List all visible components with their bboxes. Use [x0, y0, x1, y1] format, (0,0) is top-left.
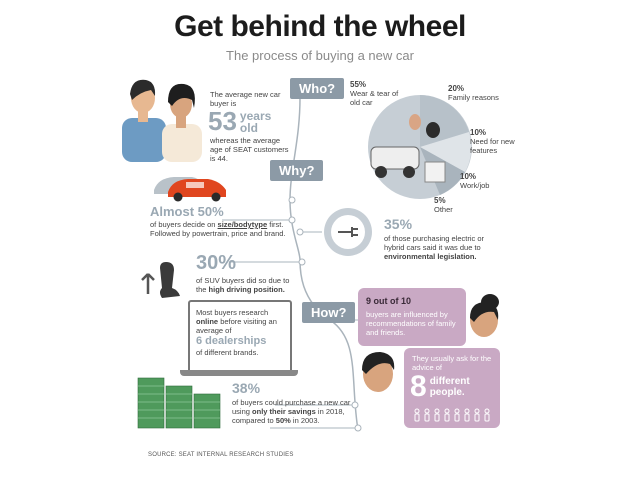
people-icons — [414, 408, 490, 422]
reason-item-3: 10% Work/job — [460, 172, 510, 190]
electric-text-bold: environmental legislation. — [384, 252, 477, 261]
bodytype-text: of buyers decide on size/bodytype first.… — [150, 220, 310, 238]
laptop-base — [180, 370, 298, 376]
bodytype-line1-post: first. — [267, 220, 284, 229]
advice-stat: 8 different people. — [410, 372, 470, 402]
bodytype-headline: Almost 50% — [150, 204, 224, 219]
reason-label: Work/job — [460, 181, 490, 190]
bodytype-line1-pre: of buyers decide on — [150, 220, 218, 229]
online-bold1: online — [196, 317, 219, 326]
age-word-old: old — [239, 121, 258, 135]
advice-number: 8 — [410, 370, 427, 403]
online-line3: of different brands. — [196, 348, 259, 357]
advice-text: They usually ask for the advice of — [412, 354, 492, 372]
suv-pct: 30% — [196, 252, 237, 274]
car-seat-icon — [141, 262, 180, 298]
reason-pct: 10% — [470, 128, 487, 137]
who-intro: The average new car buyer is — [210, 90, 281, 108]
advice-bubble: They usually ask for the advice of 8 dif… — [404, 348, 500, 428]
savings-text: of buyers could purchase a new car using… — [232, 398, 352, 425]
cars-illustration — [154, 177, 226, 202]
couple-illustration — [122, 79, 202, 162]
reason-item-2: 10% Need for new features — [470, 128, 530, 155]
suv-text-bold: high driving position. — [208, 285, 285, 294]
online-text: Most buyers research online before visit… — [196, 308, 284, 357]
reason-label: Family reasons — [448, 93, 499, 102]
reason-item-1: 20% Family reasons — [448, 84, 520, 102]
reason-item-4: 5% Other — [434, 196, 474, 214]
savings-text2: in 2018, compared to — [232, 407, 345, 425]
age-word-years: years — [239, 109, 272, 123]
laptop-screen — [188, 300, 292, 374]
savings-text1: of buyers could purchase a new car using — [232, 398, 351, 416]
recommend-bubble: 9 out of 10 buyers are influenced by rec… — [358, 288, 466, 346]
age-stat: 53 years old — [208, 108, 271, 134]
reason-pct: 10% — [460, 172, 477, 181]
tag-why: Why? — [270, 160, 324, 181]
source-note: SOURCE: SEAT INTERNAL RESEARCH STUDIES — [148, 452, 294, 458]
savings-pct: 38% — [232, 380, 261, 396]
reasons-pie-illustration — [368, 95, 472, 199]
savings-text3: in 2003. — [292, 416, 320, 425]
age-words: years old — [240, 110, 271, 134]
page-title: Get behind the wheel — [174, 10, 466, 43]
bodytype-line2: Followed by powertrain, price and brand. — [150, 229, 286, 238]
online-line1: Most buyers research — [196, 308, 269, 317]
man-face-illustration — [362, 352, 395, 392]
bodytype-line1-bold: size/bodytype — [217, 220, 268, 229]
suv-text: of SUV buyers did so due to the high dri… — [196, 276, 296, 294]
electric-text: of those purchasing electric or hybrid c… — [384, 234, 504, 261]
recommend-headline: 9 out of 10 — [366, 296, 412, 306]
reason-pct: 55% — [350, 80, 367, 89]
reason-item-0: 55% Wear & tear of old car — [350, 80, 410, 107]
reason-pct: 20% — [448, 84, 465, 93]
online-line2: before visiting an average of — [196, 317, 277, 335]
reason-label: Wear & tear of old car — [350, 89, 399, 107]
woman-face-illustration — [470, 294, 499, 337]
recommend-text: buyers are influenced by recommendations… — [366, 310, 456, 337]
savings-bold1: only their savings — [252, 407, 316, 416]
page-subtitle: The process of buying a new car — [226, 48, 414, 63]
who-outro: whereas the average age of SEAT customer… — [210, 136, 289, 163]
electric-pct: 35% — [384, 216, 413, 232]
reason-label: Other — [434, 205, 453, 214]
advice-word1: different — [429, 376, 470, 387]
savings-bold2: 50% — [275, 416, 291, 425]
advice-words: different people. — [430, 376, 470, 398]
electric-plug-icon — [324, 208, 372, 256]
tag-how: How? — [302, 302, 356, 323]
advice-word2: people. — [429, 387, 465, 398]
tag-who: Who? — [290, 78, 345, 99]
online-highlight: 6 dealerships — [196, 335, 267, 347]
reason-label: Need for new features — [470, 137, 515, 155]
electric-text-plain: of those purchasing electric or hybrid c… — [384, 234, 485, 252]
money-stacks-illustration — [137, 377, 221, 429]
suv-text-plain: of SUV buyers did so due to the — [196, 276, 290, 294]
age-number: 53 — [208, 106, 237, 136]
reason-pct: 5% — [434, 196, 446, 205]
